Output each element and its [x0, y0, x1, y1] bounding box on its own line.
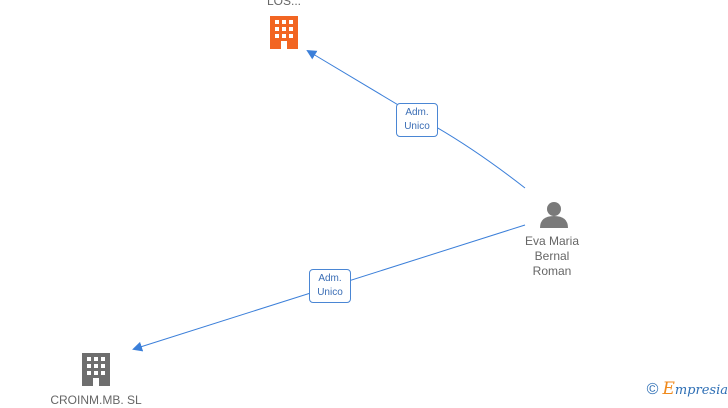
- edge-badge-bottom-line-1: Adm.: [318, 273, 342, 284]
- edge-badge-top[interactable]: Adm. Unico: [396, 103, 438, 137]
- brand-rest: mpresia: [674, 383, 728, 398]
- person-name-line-1: Eva Maria: [524, 234, 580, 248]
- top-company-building-icon[interactable]: [270, 16, 298, 49]
- person-name-line-2: Bernal: [534, 249, 570, 263]
- edge-badge-bottom-line-2: Unico: [317, 287, 343, 298]
- edge-badge-top-line-1: Adm.: [405, 107, 429, 118]
- person-icon[interactable]: [540, 202, 568, 228]
- person-name-line-3: Roman: [532, 264, 572, 278]
- edge-badge-top-line-2: Unico: [404, 121, 430, 132]
- bottom-company-label[interactable]: CROINM.MB. SL: [50, 393, 142, 407]
- copyright-symbol: ©: [646, 381, 659, 398]
- edge-badge-bottom[interactable]: Adm. Unico: [309, 269, 351, 303]
- person-name-label[interactable]: Eva Maria Bernal Roman: [510, 234, 594, 279]
- empresia-watermark: ©Empresia: [647, 379, 728, 399]
- brand-initial: E: [662, 379, 675, 399]
- bottom-company-building-icon[interactable]: [82, 353, 110, 386]
- top-company-label[interactable]: LOS...: [266, 0, 301, 8]
